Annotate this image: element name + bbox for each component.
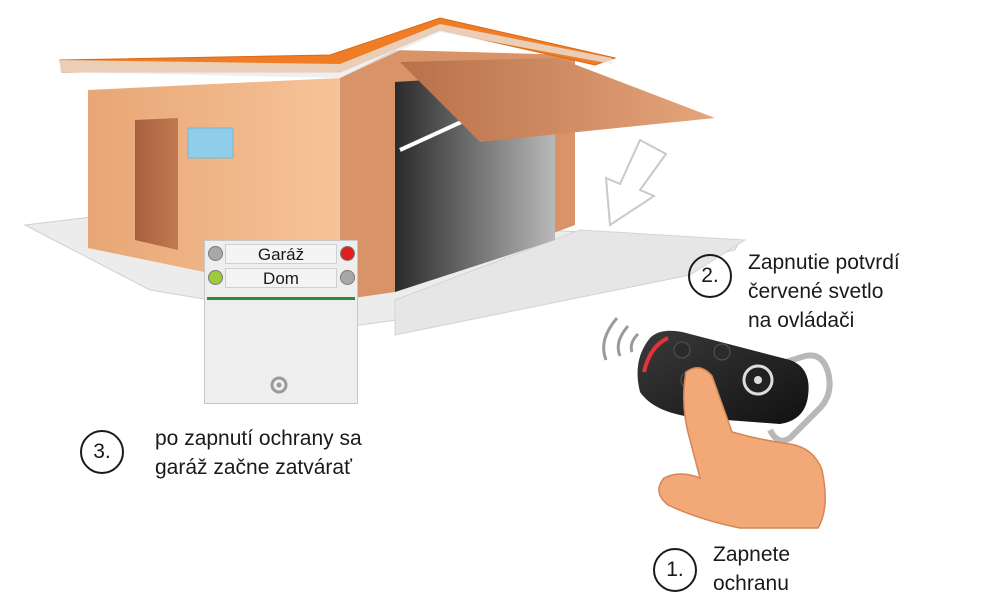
- step-text-line: garáž začne zatvárať: [155, 456, 352, 479]
- door-rail: [399, 116, 471, 152]
- status-led-gray: [341, 271, 354, 284]
- step-text-line: Zapnete: [713, 543, 791, 566]
- hand: [658, 367, 826, 529]
- remote-key-fob: [637, 330, 833, 444]
- step-text-3: po zapnutí ochrany sa garáž začne zatvár…: [155, 424, 362, 482]
- step-text-line: na ovládači: [748, 309, 855, 332]
- step-number-3: 3.: [80, 430, 124, 474]
- open-garage-door: [400, 58, 715, 142]
- signal-wave-icon: [602, 317, 619, 361]
- side-door: [135, 118, 178, 250]
- signal-wave-icon: [616, 325, 630, 357]
- step-text-line: Zapnutie potvrdí: [748, 251, 900, 274]
- closing-arrow-icon: [604, 138, 668, 227]
- step-number-1: 1.: [653, 548, 697, 592]
- status-led-gray: [209, 247, 222, 260]
- roof-edge: [60, 24, 612, 78]
- alarm-keypad: Garáž Dom: [204, 240, 358, 404]
- status-led-red: [341, 247, 354, 260]
- step-text-line: červené svetlo: [748, 280, 884, 303]
- window: [187, 127, 234, 159]
- keypad-label-garage: Garáž: [225, 244, 337, 264]
- keypad-label-home: Dom: [225, 268, 337, 288]
- step-text-2: Zapnutie potvrdí červené svetlo na ovlád…: [748, 248, 900, 335]
- status-led-green: [209, 271, 222, 284]
- step-text-line: po zapnutí ochrany sa: [155, 427, 362, 450]
- step-text-line: ochranu: [713, 572, 789, 595]
- step-text-1: Zapnete ochranu: [713, 540, 790, 598]
- keypad-arm-button-icon[interactable]: [269, 375, 289, 395]
- keypad-row-garage: Garáž: [205, 244, 357, 266]
- keypad-row-home: Dom: [205, 268, 357, 290]
- keypad-divider: [207, 297, 355, 300]
- signal-wave-icon: [629, 332, 640, 353]
- step-number-2: 2.: [688, 254, 732, 298]
